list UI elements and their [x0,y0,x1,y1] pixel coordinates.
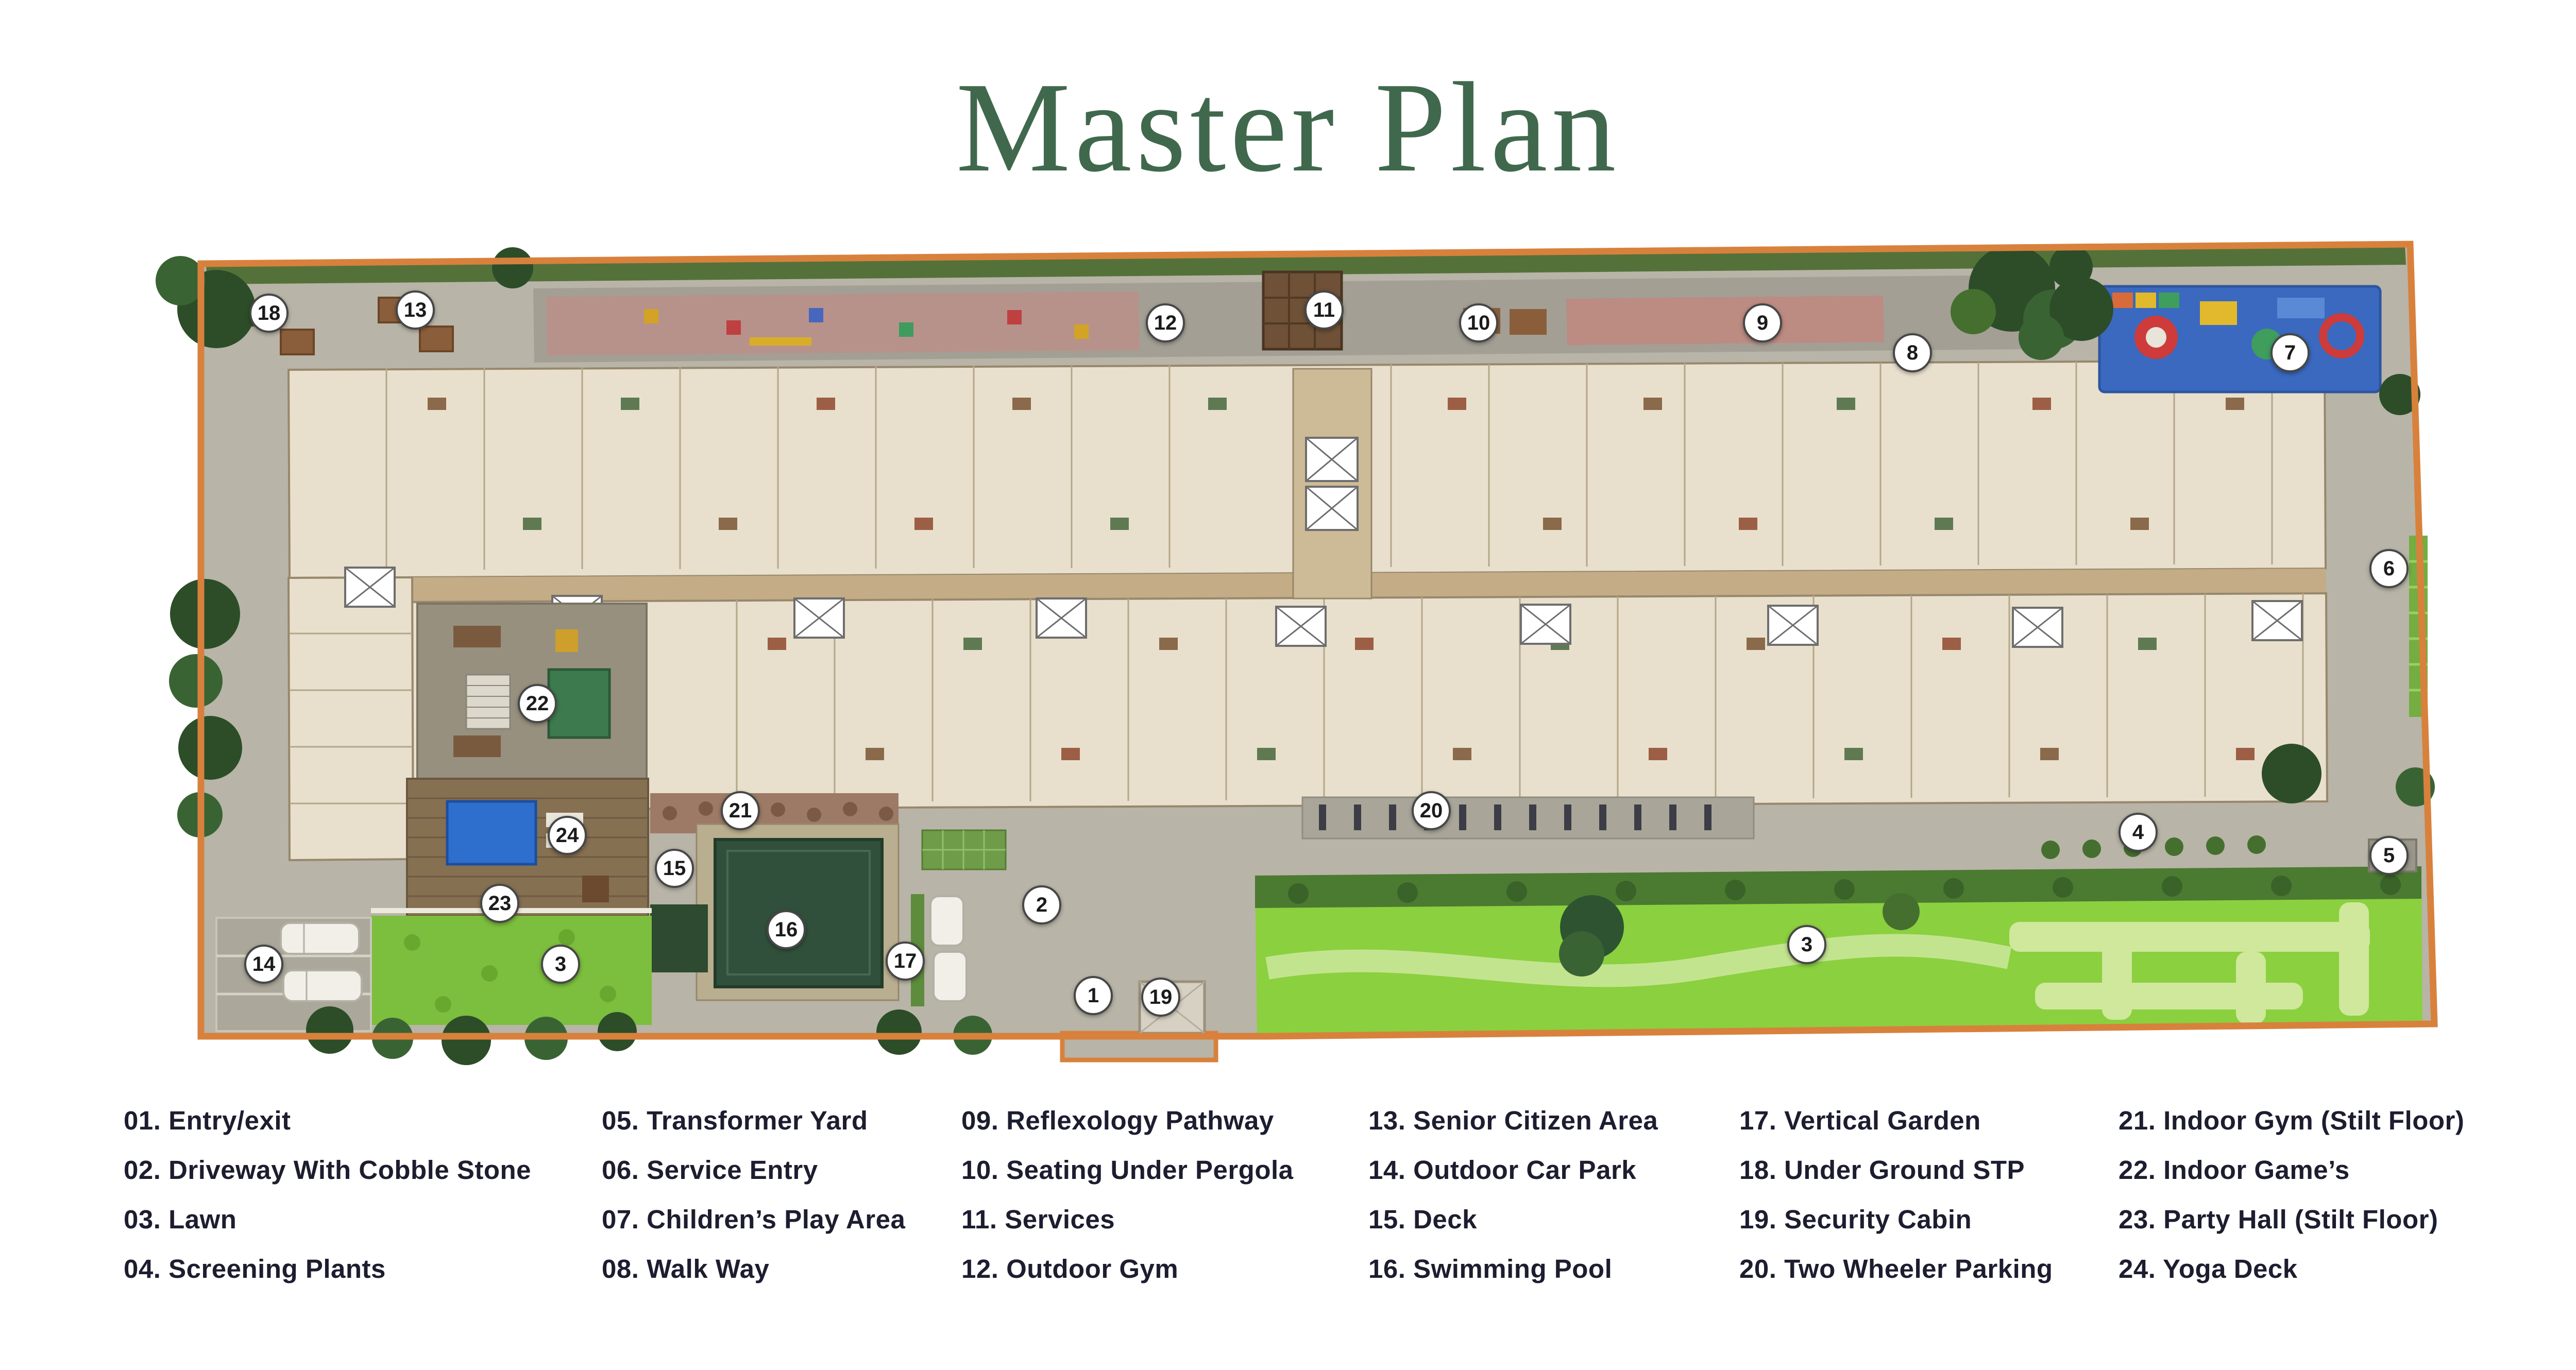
top-walkway [241,270,2031,363]
water-feature [446,800,537,866]
car [929,895,964,947]
legend-item: 08. Walk Way [602,1254,770,1283]
legend-item: 24. Yoga Deck [2119,1254,2298,1283]
swimming-pool [650,823,900,1001]
legend-item: 07. Children’s Play Area [602,1205,906,1234]
plan-marker-22: 22 [518,684,557,723]
plan-marker-14: 14 [244,945,283,984]
lawn-paths [2009,902,2370,1024]
legend-item: 21. Indoor Gym (Stilt Floor) [2119,1106,2465,1135]
lawn-left [371,916,652,1025]
legend-column-5: 17. Vertical Garden 18. Under Ground STP… [1739,1096,2053,1294]
legend-column-6: 21. Indoor Gym (Stilt Floor) 22. Indoor … [2119,1096,2464,1294]
plan-marker-8: 8 [1893,333,1932,372]
swimming-pool-water [714,838,884,988]
plan-marker-9: 9 [1743,303,1782,342]
legend-item: 20. Two Wheeler Parking [1739,1254,2053,1283]
legend-item: 18. Under Ground STP [1739,1155,2025,1185]
legend: 01. Entry/exit 02. Driveway With Cobble … [0,1096,2576,1354]
lawns [371,866,2422,1034]
screening-row [2041,835,2266,859]
legend-column-1: 01. Entry/exit 02. Driveway With Cobble … [124,1096,531,1294]
plan-marker-21: 21 [721,791,760,830]
car [933,951,968,1002]
legend-item: 04. Screening Plants [124,1254,386,1283]
trees [156,245,2435,1065]
playground [2098,285,2382,393]
clubhouse [416,603,648,780]
legend-column-3: 09. Reflexology Pathway 10. Seating Unde… [961,1096,1294,1294]
legend-item: 06. Service Entry [602,1155,818,1185]
two-wheeler-parking [1301,796,1755,840]
plan-marker-3-left: 3 [541,945,580,984]
plan-marker-11: 11 [1304,290,1344,330]
deck-and-party-hall [406,778,649,934]
page-title: Master Plan [956,56,1620,199]
legend-column-2: 05. Transformer Yard 06. Service Entry 0… [602,1096,905,1294]
plan-marker-3-right: 3 [1787,925,1826,964]
legend-item: 11. Services [961,1205,1115,1234]
plan-marker-24: 24 [548,816,587,855]
legend-item: 17. Vertical Garden [1739,1106,1981,1135]
legend-item: 03. Lawn [124,1205,237,1234]
plan-marker-10: 10 [1459,303,1498,342]
plan-marker-6: 6 [2369,549,2409,588]
legend-item: 01. Entry/exit [124,1106,291,1135]
plan-marker-19: 19 [1141,978,1180,1017]
plan-marker-20: 20 [1412,791,1451,830]
plan-marker-7: 7 [2270,333,2310,372]
plan-marker-1: 1 [1074,976,1113,1015]
plan-marker-15: 15 [655,849,694,888]
car [280,922,360,955]
legend-item: 12. Outdoor Gym [961,1254,1179,1283]
legend-item: 23. Party Hall (Stilt Floor) [2119,1205,2438,1234]
plan-marker-17: 17 [886,941,925,981]
two-wheelers [1319,804,1711,830]
stairs [465,674,511,730]
legend-item: 15. Deck [1368,1205,1477,1234]
plan-marker-16: 16 [767,910,806,949]
legend-item: 19. Security Cabin [1739,1205,1972,1234]
games-table [547,668,611,739]
legend-item: 14. Outdoor Car Park [1368,1155,1637,1185]
plan-marker-13: 13 [396,290,435,330]
legend-item: 09. Reflexology Pathway [961,1106,1274,1135]
legend-item: 22. Indoor Game’s [2119,1155,2350,1185]
legend-item: 05. Transformer Yard [602,1106,868,1135]
legend-item: 13. Senior Citizen Area [1368,1106,1658,1135]
unit-furnishings [428,398,2255,760]
plan-marker-2: 2 [1022,885,1061,924]
car [282,969,363,1002]
plan-marker-4: 4 [2119,813,2158,852]
shrub-row [1288,875,2401,904]
plan-marker-12: 12 [1146,303,1185,342]
plan-marker-23: 23 [480,884,519,923]
entrance-core [1292,368,1372,600]
compound-boundary [197,241,2438,1040]
plan-marker-5: 5 [2369,836,2409,875]
legend-item: 16. Swimming Pool [1368,1254,1613,1283]
parking [215,796,1755,1032]
legend-item: 10. Seating Under Pergola [961,1155,1294,1185]
plan-marker-18: 18 [249,294,289,333]
legend-item: 02. Driveway With Cobble Stone [124,1155,532,1185]
legend-column-4: 13. Senior Citizen Area 14. Outdoor Car … [1368,1096,1658,1294]
